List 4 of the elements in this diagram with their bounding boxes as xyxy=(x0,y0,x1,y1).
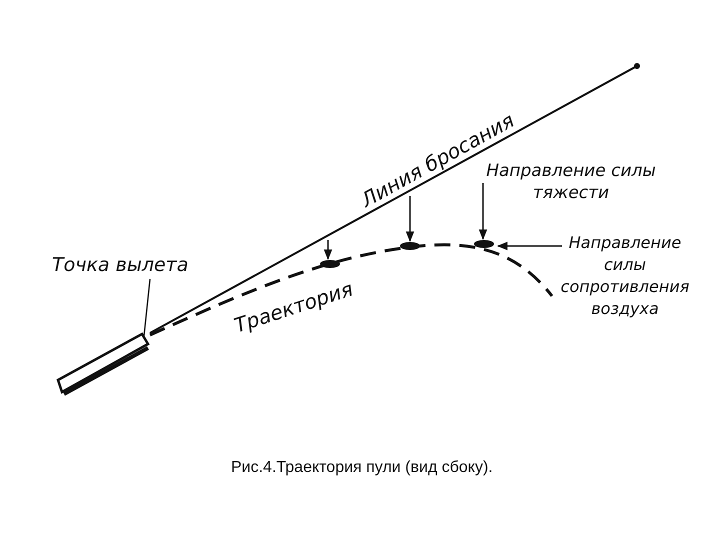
leader-line xyxy=(143,278,151,336)
caption: Рис.4.Траектория пули (вид сбоку). xyxy=(231,458,493,478)
point-label: Точка вылета xyxy=(52,254,188,276)
force-label: Направление силы сопротивления воздуха xyxy=(560,232,690,320)
